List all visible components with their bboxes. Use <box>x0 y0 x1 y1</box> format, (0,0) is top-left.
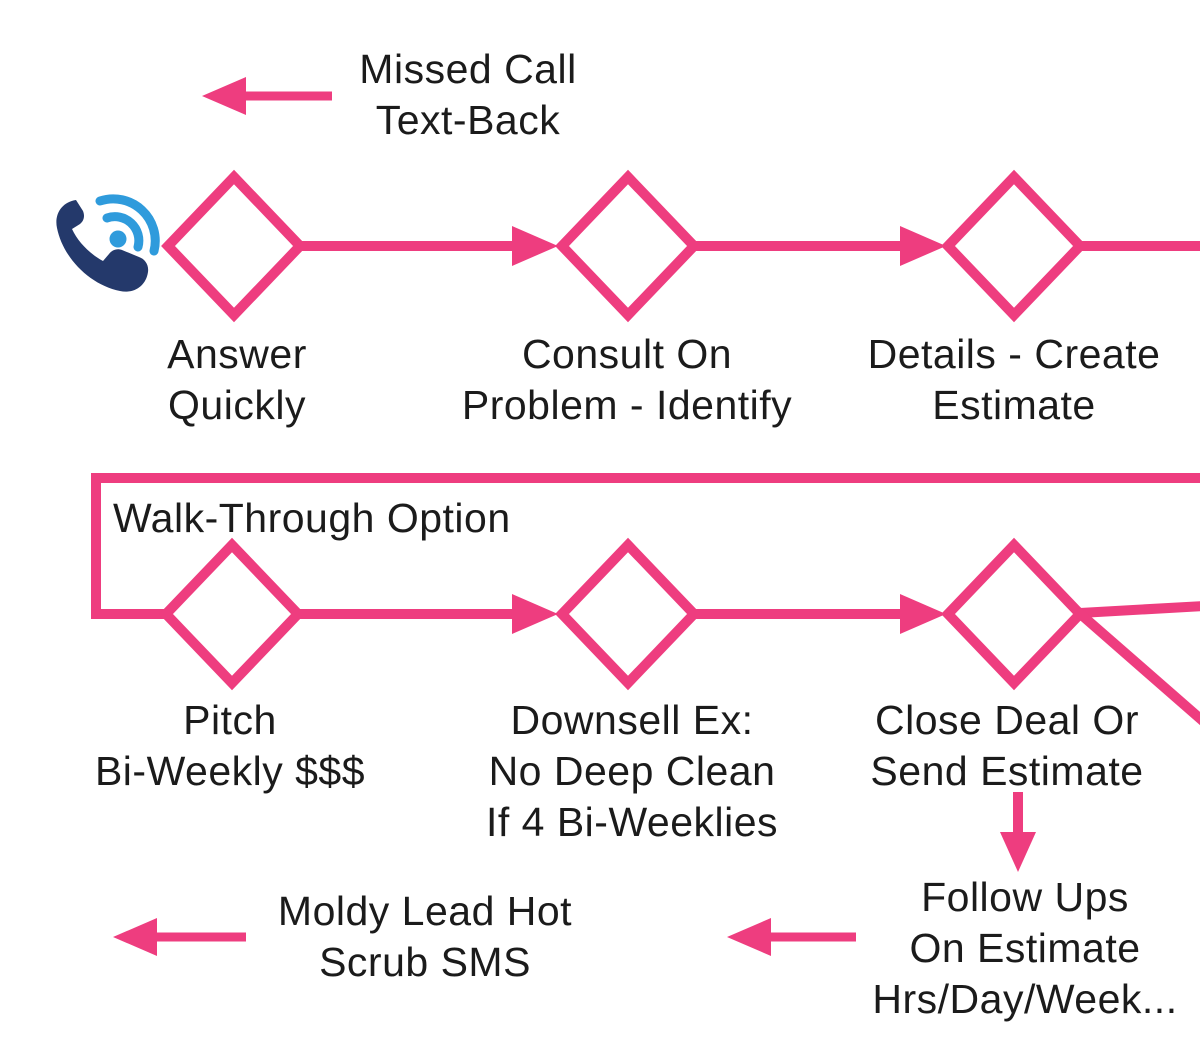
missed-call-line-2: Text-Back <box>375 97 561 143</box>
consult-line-1: Consult On <box>521 331 733 377</box>
arrow-down-head <box>1000 832 1036 872</box>
arrow-left-head <box>113 918 157 956</box>
close-line-2: Send Estimate <box>870 748 1144 794</box>
pitch-label: Pitch Bi-Weekly $$$ <box>95 695 365 797</box>
answer-line-2: Quickly <box>168 382 306 428</box>
answer-line-1: Answer <box>167 331 307 377</box>
arrow-right-head <box>512 594 558 634</box>
follow-ups-line-2: On Estimate <box>909 925 1141 971</box>
diamond-consult-on-problem <box>555 169 701 323</box>
moldy-lead-line-2: Scrub SMS <box>319 939 531 985</box>
arrow-left-head <box>202 77 246 115</box>
walk-through-return-line <box>91 473 1200 619</box>
consult-label: Consult On Problem - Identify <box>462 329 792 431</box>
pitch-line-1: Pitch <box>183 697 277 743</box>
signal-dot <box>109 230 127 248</box>
signal-arc-inner <box>102 212 144 252</box>
moldy-lead-line-1: Moldy Lead Hot <box>277 888 573 934</box>
details-label: Details - Create Estimate <box>868 329 1161 431</box>
walk-through-option-label: Walk-Through Option <box>113 493 511 544</box>
answer-quickly-label: Answer Quickly <box>167 329 307 431</box>
phone-handset-shape <box>56 200 149 292</box>
diamond-details-create-estimate <box>941 169 1087 323</box>
missed-call-arrow <box>202 77 332 115</box>
diamond-downsell <box>555 537 701 691</box>
diamond-close-deal <box>941 537 1087 691</box>
arrow-answer-to-consult <box>300 226 558 266</box>
follow-ups-line-3: Hrs/Day/Week... <box>872 976 1178 1022</box>
walk-through-text: Walk-Through Option <box>113 495 511 541</box>
arrow-right-head <box>900 226 946 266</box>
missed-call-line-1: Missed Call <box>359 46 577 92</box>
arrow-moldy-exit <box>113 918 246 956</box>
moldy-lead-label: Moldy Lead Hot Scrub SMS <box>278 886 572 988</box>
arrow-right-head <box>512 226 558 266</box>
downsell-line-1: Downsell Ex: <box>510 697 754 743</box>
pitch-line-2: Bi-Weekly $$$ <box>94 748 366 794</box>
consult-line-2: Problem - Identify <box>461 382 793 428</box>
diamond-answer-quickly <box>161 169 307 323</box>
arrow-pitch-to-downsell <box>298 594 558 634</box>
close-line-1: Close Deal Or <box>875 697 1139 743</box>
arrow-downsell-to-close <box>694 594 946 634</box>
close-deal-label: Close Deal Or Send Estimate <box>870 695 1143 797</box>
arrow-followups-to-moldy <box>727 918 856 956</box>
arrow-consult-to-details <box>694 226 946 266</box>
follow-ups-line-1: Follow Ups <box>921 874 1129 920</box>
arrow-close-to-followups <box>1000 792 1036 872</box>
close-exit-line <box>1079 601 1200 618</box>
missed-call-label: Missed Call Text-Back <box>359 44 576 146</box>
diamond-pitch-bi-weekly <box>159 537 305 691</box>
downsell-line-2: No Deep Clean <box>488 748 776 794</box>
signal-arc-outer <box>95 194 160 256</box>
arrow-left-head <box>727 918 771 956</box>
downsell-line-3: If 4 Bi-Weeklies <box>485 799 779 845</box>
close-diagonal-exit-line <box>1073 607 1200 726</box>
follow-ups-label: Follow Ups On Estimate Hrs/Day/Week... <box>872 872 1177 1025</box>
details-line-1: Details - Create <box>867 331 1161 377</box>
details-line-2: Estimate <box>932 382 1096 428</box>
arrow-right-head <box>900 594 946 634</box>
phone-call-icon <box>56 194 160 292</box>
downsell-label: Downsell Ex: No Deep Clean If 4 Bi-Weekl… <box>486 695 778 848</box>
